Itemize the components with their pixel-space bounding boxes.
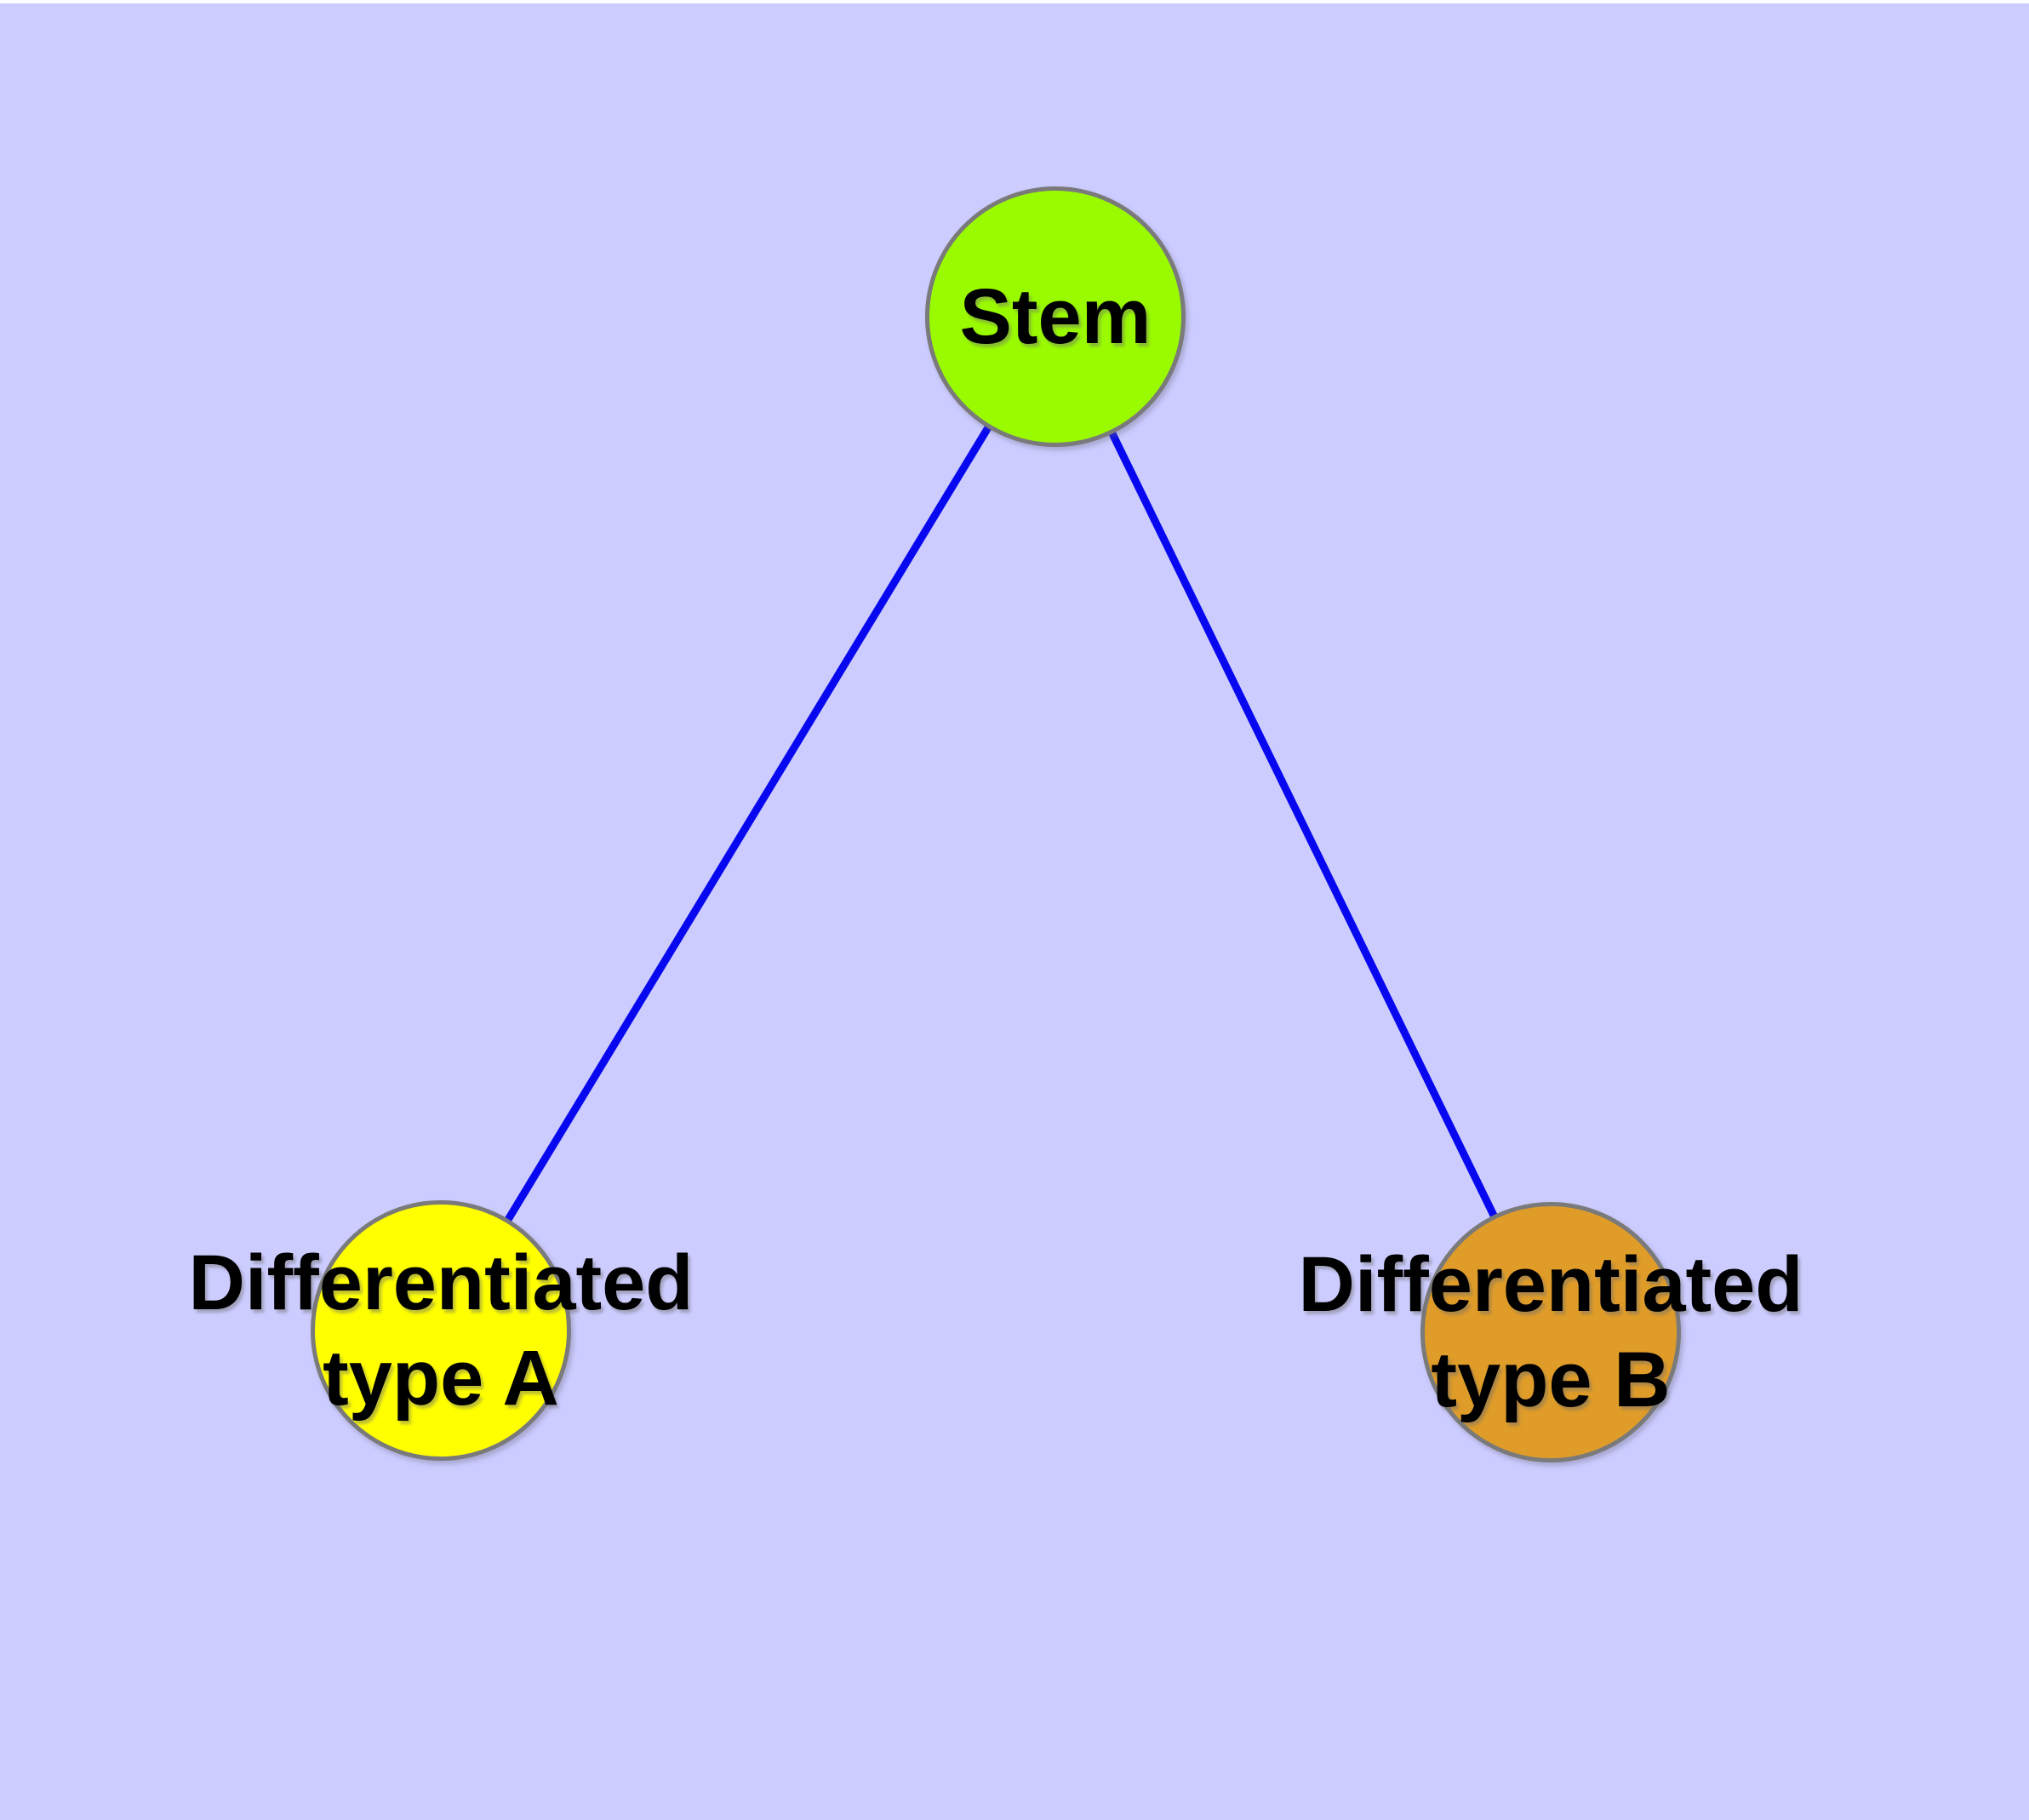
node-type-b-label-line-1: Differentiated xyxy=(1298,1241,1803,1328)
node-type-b-circle xyxy=(1420,1202,1681,1462)
node-type-a-label: Differentiated type A xyxy=(189,1235,694,1426)
edge-stem-to-type-b xyxy=(1051,315,1555,1334)
edge-stem-to-type-a xyxy=(437,314,1059,1333)
node-stem-label: Stem xyxy=(960,269,1152,364)
node-type-a-circle xyxy=(311,1200,571,1461)
node-type-b-label-line-2: type B xyxy=(1431,1336,1671,1423)
node-type-a-label-line-2: type A xyxy=(323,1335,559,1422)
node-stem-circle xyxy=(925,186,1186,447)
node-stem-label-line-1: Stem xyxy=(959,273,1152,360)
node-type-a-label-line-1: Differentiated xyxy=(188,1239,694,1326)
edges-layer xyxy=(437,314,1555,1334)
